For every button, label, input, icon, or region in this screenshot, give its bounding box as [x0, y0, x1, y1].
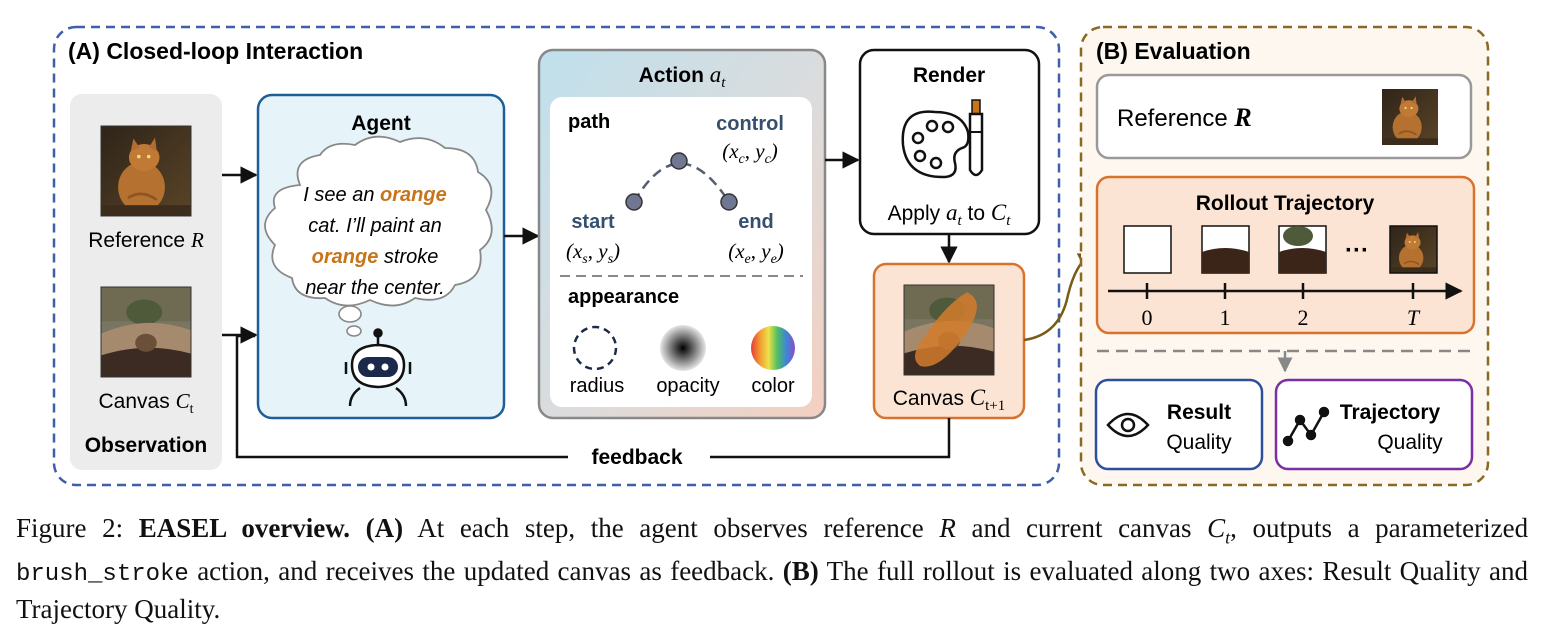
thought-text: I see an orange cat. I’ll paint an orange …	[303, 184, 446, 299]
observation-reference-caption: Reference R	[88, 228, 204, 252]
panel-a-title: (A) Closed-loop Interaction	[68, 38, 363, 64]
radius-icon	[572, 325, 618, 371]
stroke-path-curve	[632, 162, 731, 203]
caption-text-a4: action, and receives the updated canvas …	[197, 556, 775, 587]
current-canvas-image	[101, 287, 191, 377]
feedback-loop-arrow	[235, 334, 951, 459]
thought-line: I see an orange	[303, 184, 446, 206]
robot-icon	[344, 328, 412, 407]
thought-line: orange stroke	[312, 246, 439, 268]
easel-overview-diagram: (A) Closed-loop Interaction Reference R …	[52, 25, 1490, 487]
feedback-label: feedback	[591, 446, 682, 469]
paintbrush-icon	[968, 99, 984, 177]
thought-bubble	[264, 135, 493, 337]
rollout-ellipsis: ···	[1345, 237, 1369, 264]
trajectory-quality-line2: Quality	[1377, 431, 1443, 454]
caption-text-a1: At each step, the agent observes referen…	[417, 513, 924, 543]
appearance-label: appearance	[568, 286, 679, 308]
eye-icon	[1106, 412, 1150, 438]
palette-icon	[901, 110, 970, 179]
panel-a-frame	[52, 25, 1061, 487]
timeline-ticks	[1145, 283, 1415, 299]
result-quality-line2: Quality	[1166, 431, 1232, 454]
rollout-frame-2	[1278, 225, 1327, 274]
thought-line: cat. I’ll paint an	[308, 215, 441, 237]
trajectory-quality-box	[1274, 378, 1474, 471]
render-title: Render	[913, 64, 985, 87]
caption-text-a3: , outputs a parameterized	[1230, 513, 1529, 543]
next-canvas-caption: Canvas Ct+1	[893, 385, 1006, 414]
reference-image	[99, 124, 193, 218]
rollout-frame-0	[1123, 225, 1172, 274]
caption-symbol-r: R	[939, 513, 956, 543]
next-canvas-image	[904, 285, 994, 375]
action-title: Action at	[639, 62, 727, 91]
rollout-title: Rollout Trajectory	[1196, 192, 1375, 215]
result-quality-line1: Result	[1167, 401, 1231, 424]
start-label: start	[571, 211, 615, 233]
caption-text-b: The full rollout is evaluated along two …	[16, 556, 1529, 625]
path-label: path	[568, 111, 610, 133]
color-label: color	[751, 375, 795, 397]
start-point	[625, 193, 643, 211]
opacity-icon	[660, 325, 706, 371]
result-quality-box	[1094, 378, 1264, 471]
thought-line: near the center.	[305, 277, 444, 299]
control-label: control	[716, 113, 784, 135]
end-point	[720, 193, 738, 211]
reference-box-label: Reference R	[1117, 103, 1252, 132]
tick-label-2: 2	[1298, 305, 1309, 330]
trajectory-icon	[1282, 406, 1330, 447]
caption-text-a2: and current canvas	[971, 513, 1192, 543]
rollout-frame-final	[1389, 225, 1438, 274]
observation-label: Observation	[85, 434, 208, 457]
control-point	[670, 152, 688, 170]
figure-caption: Figure 2: EASEL overview. (A) At each st…	[16, 511, 1528, 626]
reference-thumbnail	[1381, 88, 1439, 146]
tick-label-t: T	[1407, 305, 1421, 330]
rollout-frame-1	[1201, 225, 1250, 274]
opacity-label: opacity	[656, 375, 719, 397]
observation-canvas-caption: Canvas Ct	[99, 389, 194, 417]
caption-figure-label: Figure 2:	[16, 513, 124, 543]
end-coord: (xe, ye)	[728, 239, 784, 267]
end-label: end	[738, 211, 774, 233]
control-coord: (xc, yc)	[722, 139, 778, 167]
reference-box	[1095, 73, 1473, 160]
caption-symbol-c: C	[1207, 513, 1226, 543]
render-apply-text: Apply at to Ct	[888, 200, 1012, 230]
tick-label-1: 1	[1220, 305, 1231, 330]
tick-label-0: 0	[1142, 305, 1153, 330]
caption-symbol-c-sub: t	[1225, 527, 1231, 548]
caption-code: brush_stroke	[16, 561, 189, 589]
color-icon	[751, 326, 795, 370]
panel-b-title: (B) Evaluation	[1096, 38, 1251, 64]
action-inner-panel	[550, 97, 812, 407]
agent-title: Agent	[351, 112, 411, 135]
trajectory-quality-line1: Trajectory	[1340, 401, 1441, 424]
caption-title: EASEL overview.	[138, 513, 351, 543]
caption-part-a: (A)	[365, 513, 404, 543]
caption-part-b: (B)	[782, 556, 819, 587]
radius-label: radius	[570, 375, 624, 397]
